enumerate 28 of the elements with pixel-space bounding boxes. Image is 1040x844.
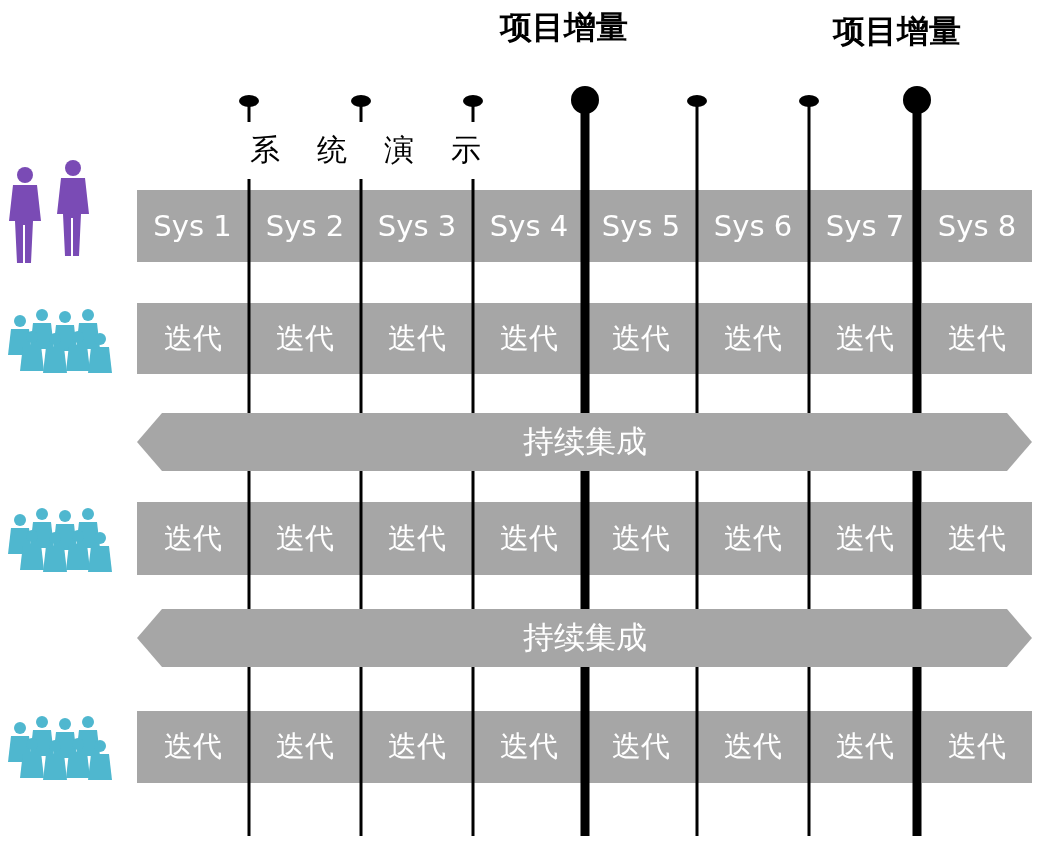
- iteration-cell: 迭代: [137, 502, 248, 575]
- system-cell: Sys 2: [250, 190, 360, 262]
- iteration-cell: 迭代: [250, 711, 360, 783]
- increment-label: 项目增量: [500, 7, 628, 48]
- integration-band: 持续集成: [137, 413, 1032, 471]
- iteration-cell: 迭代: [698, 711, 808, 783]
- iteration-cell: 迭代: [137, 711, 248, 783]
- iteration-cell: 迭代: [922, 711, 1032, 783]
- system-cell: Sys 3: [362, 190, 472, 262]
- iteration-cell: 迭代: [922, 502, 1032, 575]
- iteration-cell: 迭代: [250, 303, 360, 374]
- system-cell: Sys 8: [922, 190, 1032, 262]
- iteration-cell: 迭代: [137, 303, 248, 374]
- iteration-cell: 迭代: [474, 711, 584, 783]
- integration-band: 持续集成: [137, 609, 1032, 667]
- iteration-cell: 迭代: [698, 303, 808, 374]
- system-cell: Sys 6: [698, 190, 808, 262]
- iteration-cell: 迭代: [362, 711, 472, 783]
- iteration-cell: 迭代: [362, 303, 472, 374]
- iteration-cell: 迭代: [474, 502, 584, 575]
- iteration-cell: 迭代: [474, 303, 584, 374]
- system-cell: Sys 1: [137, 190, 248, 262]
- iteration-cell: 迭代: [250, 502, 360, 575]
- iteration-cell: 迭代: [922, 303, 1032, 374]
- iteration-cell: 迭代: [362, 502, 472, 575]
- system-cell: Sys 4: [474, 190, 584, 262]
- increment-label: 项目增量: [833, 11, 961, 52]
- iteration-cell: 迭代: [698, 502, 808, 575]
